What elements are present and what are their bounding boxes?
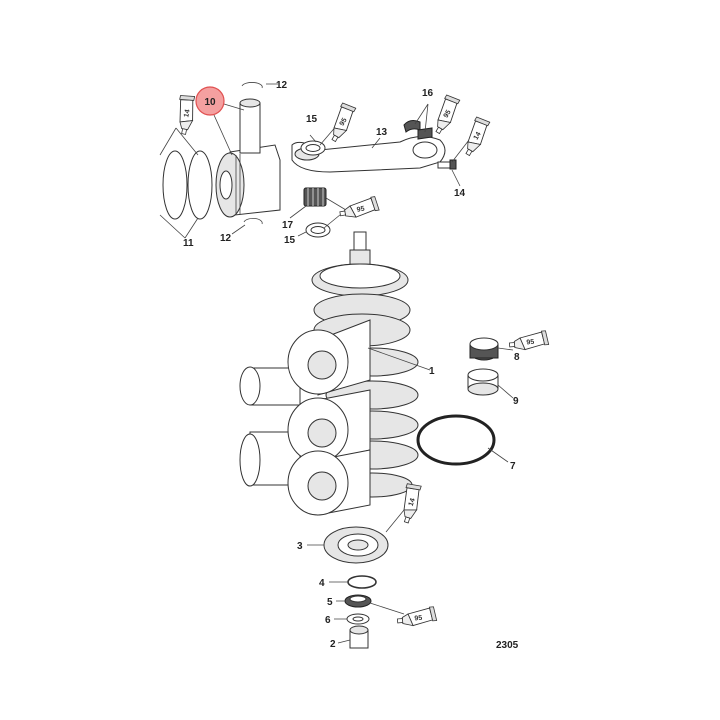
lubricant-tube-95-seal: 95 bbox=[396, 606, 438, 628]
callout-6[interactable]: 6 bbox=[325, 615, 331, 626]
callout-15[interactable]: 15 bbox=[284, 235, 296, 246]
callout-9[interactable]: 9 bbox=[513, 396, 519, 407]
needle-bearing[interactable] bbox=[469, 337, 499, 361]
piston-ring-right[interactable] bbox=[187, 150, 213, 220]
figure-number: 2305 bbox=[496, 640, 519, 651]
callout-12[interactable]: 12 bbox=[220, 233, 232, 244]
lubricant-tube-95-bearing: 95 bbox=[427, 92, 463, 136]
lubricant-tube-95-pin-bearing: 95 bbox=[337, 195, 381, 221]
piston-pin-retainer-top[interactable] bbox=[241, 82, 263, 89]
piston-middle[interactable] bbox=[239, 389, 371, 487]
callout-14[interactable]: 14 bbox=[454, 188, 466, 199]
callout-11[interactable]: 11 bbox=[183, 238, 194, 249]
callout-3[interactable]: 3 bbox=[297, 541, 303, 552]
callout-7[interactable]: 7 bbox=[510, 461, 516, 472]
thrust-washer-bottom[interactable] bbox=[305, 222, 331, 238]
svg-text:95: 95 bbox=[443, 109, 453, 119]
bearing-sleeve[interactable] bbox=[467, 368, 499, 396]
svg-text:14: 14 bbox=[408, 497, 417, 507]
seal[interactable] bbox=[344, 594, 372, 608]
callout-15[interactable]: 15 bbox=[306, 114, 318, 125]
svg-text:14: 14 bbox=[183, 109, 191, 118]
callout-13[interactable]: 13 bbox=[376, 127, 388, 138]
rod-cap-screw[interactable] bbox=[437, 159, 457, 170]
callout-1[interactable]: 1 bbox=[429, 366, 435, 377]
callout-10-highlighted[interactable]: 10 bbox=[195, 86, 225, 116]
lubricant-tube-14-screw: 14 bbox=[457, 114, 493, 158]
callout-12[interactable]: 12 bbox=[276, 80, 288, 91]
callout-4[interactable]: 4 bbox=[319, 578, 325, 589]
piston-pin-retainer-bottom[interactable] bbox=[243, 217, 263, 225]
callout-8[interactable]: 8 bbox=[514, 352, 520, 363]
svg-text:10: 10 bbox=[204, 97, 216, 108]
lubricant-tube-14-piston: 14 bbox=[172, 93, 199, 136]
svg-text:14: 14 bbox=[473, 131, 483, 141]
piston[interactable] bbox=[215, 144, 281, 218]
wrist-pin-bearing[interactable] bbox=[303, 187, 327, 207]
callout-17[interactable]: 17 bbox=[282, 220, 294, 231]
lubricant-tube-95-washer: 95 bbox=[323, 100, 359, 144]
bushing[interactable] bbox=[349, 625, 369, 649]
svg-text:95: 95 bbox=[526, 339, 534, 347]
callout-2[interactable]: 2 bbox=[330, 639, 336, 650]
callout-5[interactable]: 5 bbox=[327, 597, 333, 608]
ball-bearing[interactable] bbox=[323, 526, 389, 564]
svg-text:95: 95 bbox=[356, 206, 365, 214]
piston-pin[interactable] bbox=[239, 98, 261, 154]
lubricant-tube-14-ball-bearing: 14 bbox=[395, 481, 425, 525]
crankpin-bearing-halves[interactable] bbox=[403, 120, 433, 140]
callout-16[interactable]: 16 bbox=[422, 88, 434, 99]
lubricant-tube-95-needle-bearing: 95 bbox=[508, 330, 550, 352]
o-ring-seal[interactable] bbox=[416, 414, 496, 466]
piston-upper[interactable] bbox=[239, 319, 371, 406]
piston-lower[interactable] bbox=[287, 449, 371, 516]
svg-text:95: 95 bbox=[339, 117, 349, 127]
washer[interactable] bbox=[346, 613, 370, 625]
thrust-washer-top[interactable] bbox=[300, 140, 326, 156]
retaining-ring[interactable] bbox=[347, 575, 377, 589]
piston-ring-left[interactable] bbox=[162, 150, 188, 220]
svg-text:95: 95 bbox=[414, 615, 422, 623]
